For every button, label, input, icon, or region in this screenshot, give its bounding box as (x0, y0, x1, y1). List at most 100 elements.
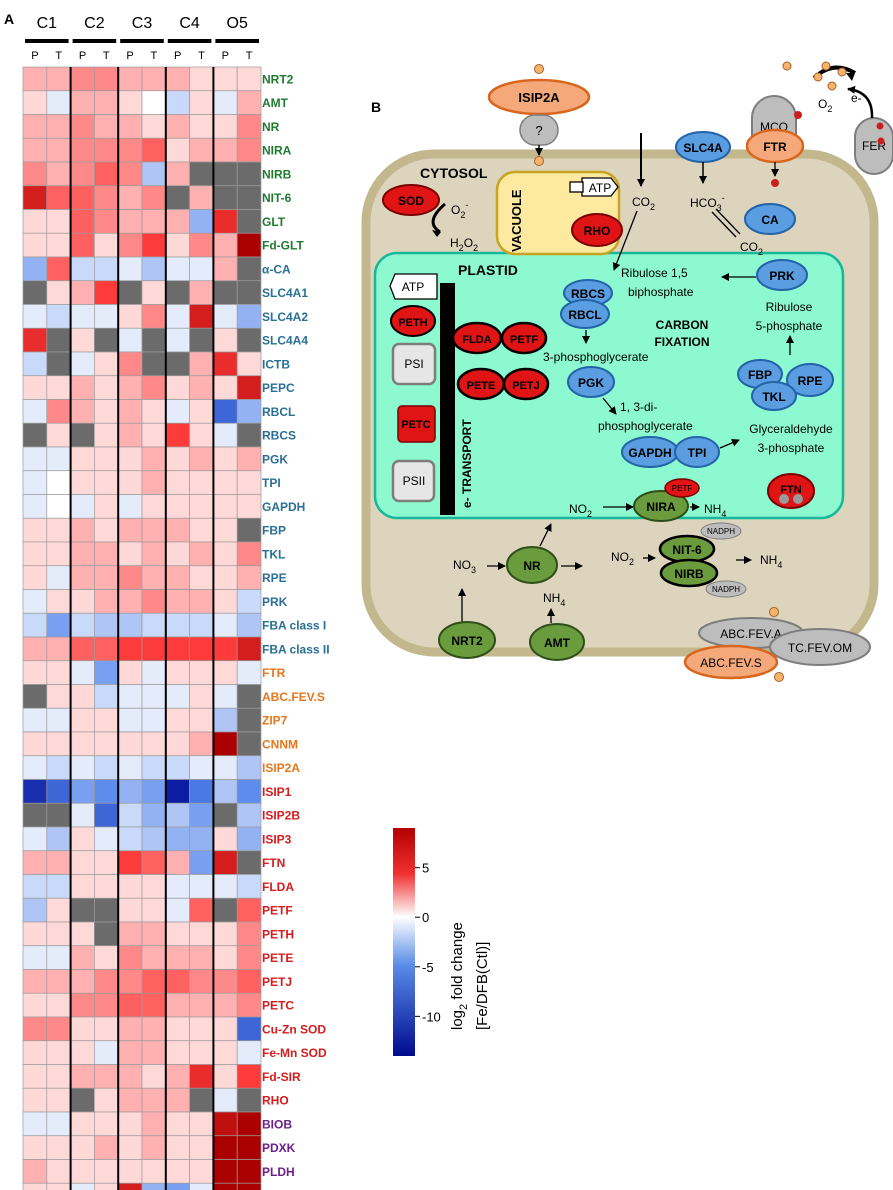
petc-label: PETC (401, 419, 430, 431)
ca-label: CA (761, 213, 779, 227)
heatmap-cell (117, 1040, 143, 1065)
gene-label: ZIP7 (262, 714, 288, 728)
heatmap-cell (94, 684, 119, 709)
colorbar-ticks: 50-5-10 (415, 861, 441, 1024)
heatmap-cell (22, 256, 48, 282)
heatmap-cell (189, 755, 214, 780)
heatmap-cell (165, 327, 190, 353)
cluster-label: C3 (132, 15, 153, 32)
heatmap-cell (117, 1064, 143, 1089)
heatmap-cell (70, 137, 95, 163)
o2-label: O2 (818, 97, 832, 114)
heatmap-cell (117, 589, 143, 614)
heatmap-cell (46, 232, 71, 258)
tkl-protein (751, 381, 797, 411)
plastid-atpase: ATP (389, 273, 438, 300)
pgk-label: PGK (578, 376, 604, 390)
superoxide-label: O2- (451, 200, 468, 220)
gene-label: PETC (262, 999, 294, 1013)
heatmap-cell (70, 636, 95, 662)
heatmap-cell (22, 399, 48, 424)
g3p-line2: 3-phosphate (758, 441, 825, 455)
heatmap-cell (165, 992, 190, 1018)
rpe-protein (786, 363, 834, 397)
heatmap-cell (189, 232, 214, 258)
gene-label: ICTB (262, 357, 290, 371)
heatmap-cell (213, 1040, 238, 1065)
heatmap-cell (236, 66, 262, 92)
heatmap-cell (141, 826, 167, 852)
heatmap-cell (165, 304, 190, 329)
heatmap-cell (94, 446, 119, 472)
heatmap-cell (189, 897, 214, 923)
heatmap-cell (189, 422, 214, 448)
heatmap-cell (141, 137, 167, 163)
heatmap-cell (46, 1087, 71, 1113)
heatmap-cell (22, 565, 48, 590)
heatmap-cell (70, 114, 95, 139)
heatmap-cell (141, 589, 167, 614)
heatmap-cell (70, 1135, 95, 1160)
heatmap-cell (46, 636, 71, 662)
gene-label: PGK (262, 452, 288, 466)
heatmap-cell (22, 66, 48, 92)
heatmap-cell (22, 897, 48, 923)
heatmap-cell (213, 494, 238, 519)
g3p-line1: Glyceraldehyde (749, 422, 833, 436)
nadph-bottom-label: NADPH (712, 585, 740, 594)
heatmap-cell (46, 161, 71, 187)
heatmap-cell (70, 256, 95, 282)
heatmap-cell (117, 209, 143, 234)
heatmap-cell (117, 66, 143, 92)
heatmap-cell (189, 161, 214, 187)
heatmap-cell (141, 850, 167, 875)
cluster-label: C4 (179, 15, 200, 32)
gene-label: GLT (262, 215, 286, 229)
heatmap-cell (117, 304, 143, 329)
heatmap-cell (46, 114, 71, 139)
gene-label: ABC.FEV.S (262, 690, 325, 704)
abc-fev-s-label: ABC.FEV.S (700, 656, 762, 670)
heatmap-cell (117, 1111, 143, 1137)
heatmap-cell (117, 826, 143, 852)
heatmap-cell (117, 256, 143, 282)
heatmap-cell (117, 280, 143, 305)
heatmap-cell (141, 874, 167, 899)
nirb-protein (659, 558, 719, 588)
heatmap-cell (236, 541, 262, 567)
gene-label: TPI (262, 476, 281, 490)
hco3-metabolite: HCO3- (690, 193, 725, 213)
heatmap-cell (22, 589, 48, 614)
heatmap-cell (117, 422, 143, 448)
heatmap-cell (46, 304, 71, 329)
heatmap-cell (46, 422, 71, 448)
heatmap-cell (189, 185, 214, 210)
subheader-label: P (222, 50, 229, 62)
heatmap-cell (70, 541, 95, 567)
pgk-protein (567, 366, 615, 398)
psii-complex (391, 459, 436, 503)
heatmap-cell (94, 256, 119, 282)
heatmap-cell (189, 969, 214, 994)
heatmap-cell (213, 1135, 238, 1160)
nh4-cytosol: NH4 (760, 553, 782, 570)
panel-a-label: A (4, 11, 14, 27)
heatmap-cell (117, 921, 143, 947)
heatmap-cell (213, 731, 238, 757)
subheader-label: P (31, 50, 38, 62)
heatmap-cell (165, 90, 190, 115)
heatmap-cell (213, 826, 238, 852)
gapdh-label: GAPDH (628, 446, 671, 460)
gene-label: α-CA (262, 262, 291, 276)
heatmap-cell (141, 802, 167, 828)
heatmap-cell (213, 161, 238, 187)
question-mark: ? (535, 123, 542, 138)
heatmap-cell (94, 897, 119, 923)
gene-label: PLDH (262, 1165, 295, 1179)
gene-label: THIC (262, 1189, 290, 1190)
gene-label: ISIP2B (262, 809, 300, 823)
heatmap-cell (236, 945, 262, 970)
heatmap-cell (22, 90, 48, 115)
heatmap-cell (46, 256, 71, 282)
heatmap-cell (213, 375, 238, 400)
